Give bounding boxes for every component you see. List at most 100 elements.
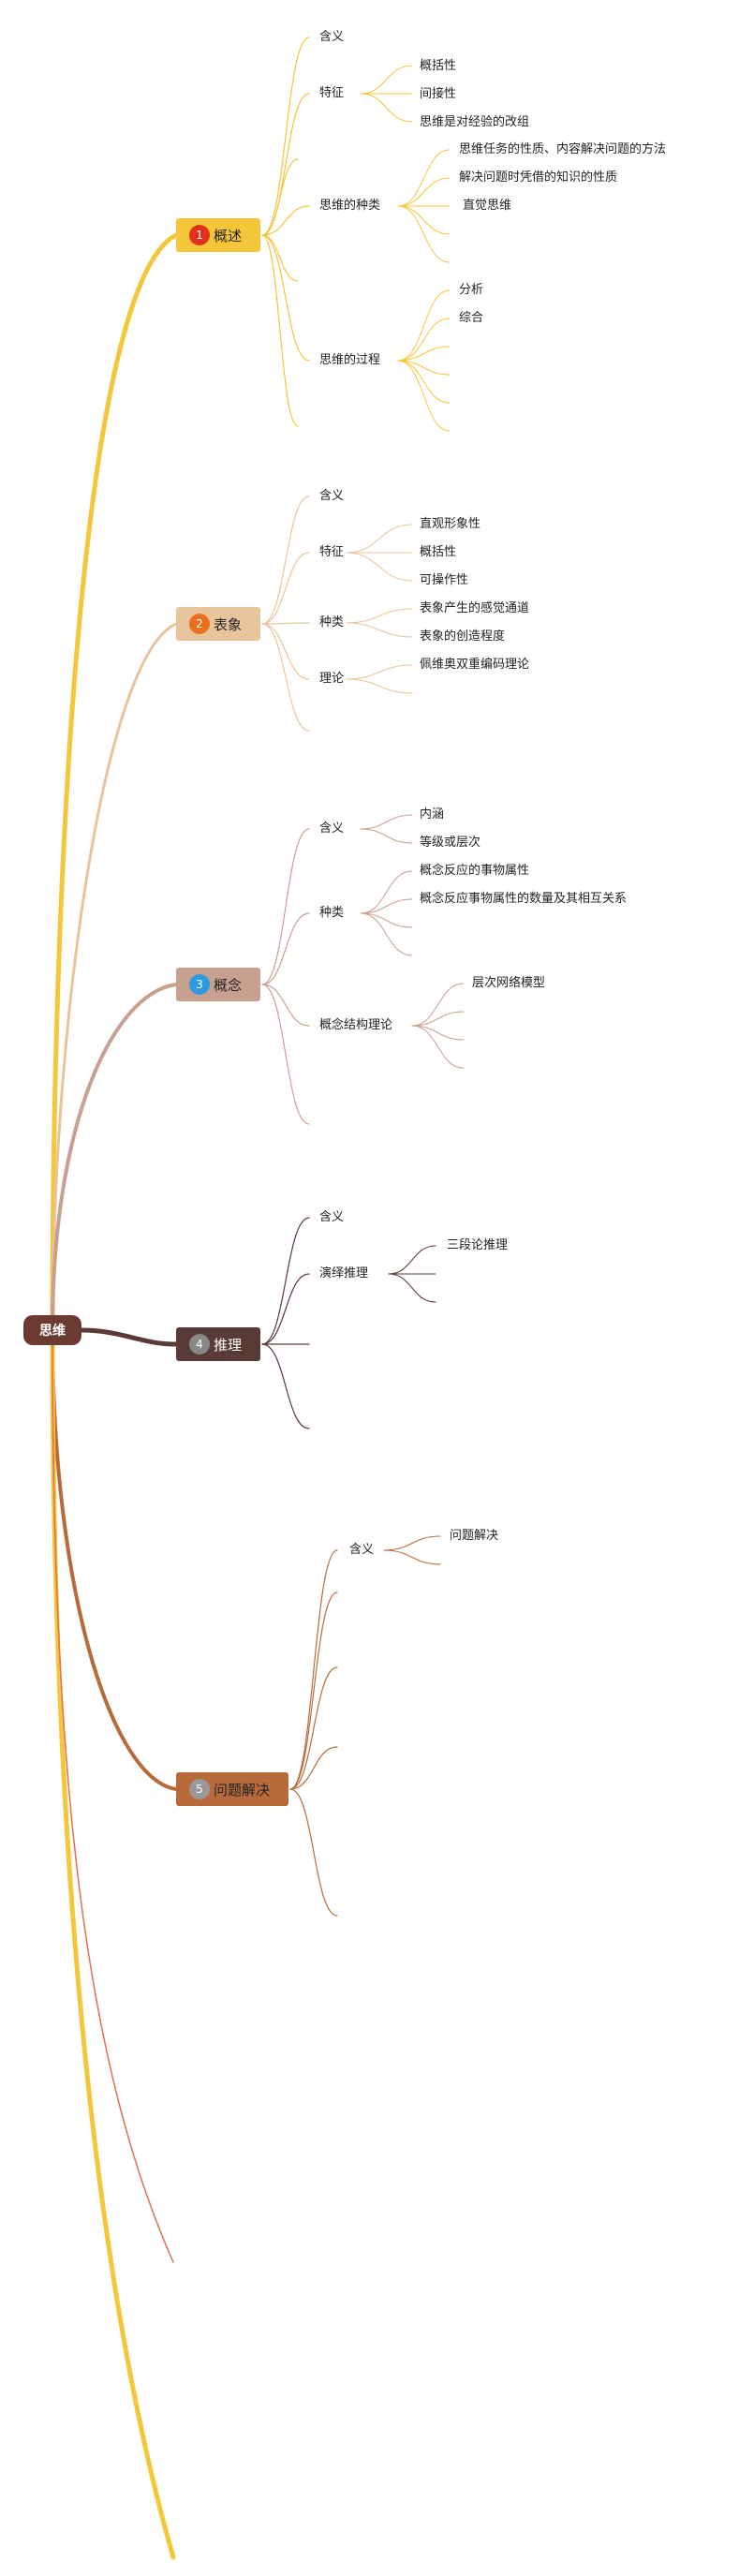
connector-sub xyxy=(261,1273,310,1345)
connector-main xyxy=(51,983,178,1332)
node-theory[interactable]: 理论 xyxy=(319,672,345,686)
connector-sub xyxy=(261,912,310,985)
connector-leaf xyxy=(346,678,413,694)
connector-leaf xyxy=(397,205,451,263)
leaf-node[interactable]: 概括性 xyxy=(420,59,457,73)
connector-leaf xyxy=(397,205,451,235)
connector-leaf xyxy=(397,360,451,432)
branch-label: 概念 xyxy=(214,976,243,994)
leaf-node[interactable]: 分析 xyxy=(459,283,484,297)
connector-sub xyxy=(261,234,299,427)
connector-leaf xyxy=(388,1273,436,1303)
leaf-node[interactable]: 佩维奥双重编码理论 xyxy=(420,658,530,672)
node-definition[interactable]: 含义 xyxy=(319,30,345,44)
connector-sub xyxy=(261,1343,310,1429)
connector-main xyxy=(51,622,178,1332)
connector-leaf xyxy=(397,289,451,362)
branch-node-problem-solving[interactable]: 5 问题解决 xyxy=(176,1772,288,1806)
leaf-node[interactable]: 层次网络模型 xyxy=(472,976,546,990)
leaf-node[interactable]: 解决问题时凭借的知识的性质 xyxy=(459,170,618,185)
node-definition[interactable]: 含义 xyxy=(319,489,345,503)
node-concept-structure-theory[interactable]: 概念结构理论 xyxy=(319,1018,393,1032)
connector-leaf xyxy=(397,360,451,376)
node-deductive-reasoning[interactable]: 演绎推理 xyxy=(319,1266,369,1281)
branch-number-badge: 5 xyxy=(189,1779,210,1799)
leaf-node[interactable]: 直觉思维 xyxy=(463,199,512,213)
connector-leaf xyxy=(397,149,451,207)
leaf-node[interactable]: 表象的创造程度 xyxy=(420,629,506,644)
leaf-node[interactable]: 间接性 xyxy=(420,87,457,101)
branch-label: 概述 xyxy=(214,227,243,244)
connector-sub xyxy=(261,984,310,1027)
connector-leaf xyxy=(383,1549,441,1565)
leaf-node[interactable]: 概念反应的事物属性 xyxy=(420,864,530,878)
branch-node-imagery[interactable]: 2 表象 xyxy=(176,607,260,641)
leaf-node[interactable]: 表象产生的感觉通道 xyxy=(420,601,530,615)
connector-sub xyxy=(261,158,299,236)
connector-leaf xyxy=(360,912,413,928)
node-thinking-process[interactable]: 思维的过程 xyxy=(319,353,381,367)
root-node[interactable]: 思维 xyxy=(23,1315,81,1345)
connector-leaf xyxy=(346,608,413,624)
connector-sub xyxy=(261,37,310,236)
connector-leaf xyxy=(360,870,413,914)
connector-leaf xyxy=(411,1025,465,1069)
node-definition[interactable]: 含义 xyxy=(319,822,345,836)
leaf-node[interactable]: 思维任务的性质、内容解决问题的方法 xyxy=(459,142,667,156)
connector-sub xyxy=(289,1746,338,1790)
leaf-node[interactable]: 等级或层次 xyxy=(420,836,481,850)
node-features[interactable]: 特征 xyxy=(319,86,345,100)
branch-number-badge: 4 xyxy=(189,1334,210,1355)
node-definition[interactable]: 含义 xyxy=(319,1210,345,1224)
connector-leaf xyxy=(346,622,413,638)
leaf-node[interactable]: 可操作性 xyxy=(420,573,469,587)
connector-leaf xyxy=(388,1245,436,1275)
branch-number-badge: 2 xyxy=(189,614,210,634)
connector-sub xyxy=(261,1217,310,1345)
connector-main xyxy=(51,1328,178,1791)
connector-leaf xyxy=(360,65,413,95)
connector-tail xyxy=(52,1329,174,2263)
branch-number-badge: 3 xyxy=(189,974,210,995)
leaf-node[interactable]: 综合 xyxy=(459,311,484,325)
leaf-node[interactable]: 思维是对经验的改组 xyxy=(420,115,530,129)
connector-leaf xyxy=(397,360,451,404)
leaf-node[interactable]: 直观形象性 xyxy=(420,517,481,531)
connector-leaf xyxy=(383,1535,441,1551)
connector-sub xyxy=(261,622,310,625)
connector-sub xyxy=(261,205,310,236)
node-types[interactable]: 种类 xyxy=(319,615,345,629)
connector-leaf xyxy=(360,828,413,844)
leaf-node[interactable]: 概括性 xyxy=(420,545,457,559)
leaf-node[interactable]: 概念反应事物属性的数量及其相互关系 xyxy=(420,892,628,906)
connector-main xyxy=(79,1327,179,1347)
connector-sub xyxy=(261,623,310,732)
connector-sub xyxy=(289,1788,338,1917)
connector-sub xyxy=(289,1666,338,1790)
node-thinking-types[interactable]: 思维的种类 xyxy=(319,199,381,213)
node-definition[interactable]: 含义 xyxy=(349,1543,375,1557)
connector-leaf xyxy=(411,983,465,1027)
branch-node-overview[interactable]: 1 概述 xyxy=(176,218,260,252)
connector-sub xyxy=(261,234,299,282)
leaf-node[interactable]: 问题解决 xyxy=(450,1529,499,1543)
node-features[interactable]: 特征 xyxy=(319,545,345,559)
branch-label: 推理 xyxy=(214,1336,243,1354)
connector-leaf xyxy=(411,1025,465,1041)
connector-sub xyxy=(289,1591,338,1790)
node-types[interactable]: 种类 xyxy=(319,906,345,920)
connector-sub xyxy=(289,1549,338,1790)
connector-leaf xyxy=(346,524,413,554)
connector-leaf xyxy=(397,346,451,362)
connector-sub xyxy=(261,93,310,236)
connector-leaf xyxy=(360,898,413,914)
leaf-node[interactable]: 内涵 xyxy=(420,807,445,822)
connector-leaf xyxy=(360,93,413,123)
leaf-node[interactable]: 三段论推理 xyxy=(447,1238,509,1252)
branch-node-reasoning[interactable]: 4 推理 xyxy=(176,1327,260,1361)
branch-node-concept[interactable]: 3 概念 xyxy=(176,968,260,1001)
connector-sub xyxy=(261,984,310,1125)
connector-leaf xyxy=(411,1011,465,1027)
